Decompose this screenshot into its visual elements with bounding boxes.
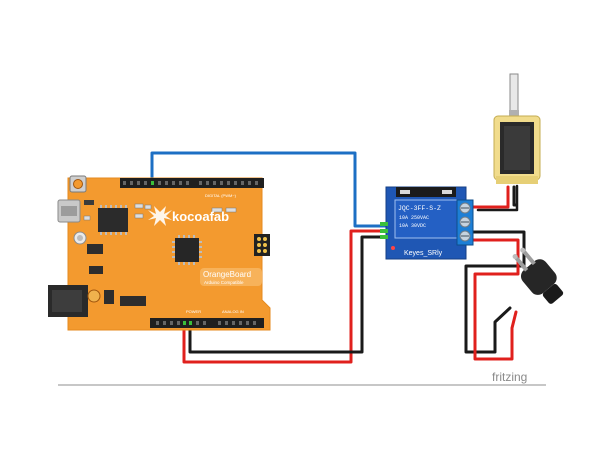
reset-button-icon <box>69 175 87 193</box>
brand-label: kocoafab <box>172 209 229 224</box>
relay-rating-2: 10A 30VDC <box>399 223 426 229</box>
analog-header-label: ANALOG IN <box>222 309 244 314</box>
relay-to-plug-red-wire <box>464 238 520 361</box>
relay-top-black-strip <box>396 187 456 197</box>
orangeboard: DIGITAL (PWM~) POWER ANALOG IN <box>48 175 271 331</box>
icsp-header <box>254 234 270 256</box>
usb-port-icon <box>57 199 81 223</box>
small-components <box>73 200 237 306</box>
power-header-pins <box>156 321 256 325</box>
fritzing-brand: fritzing <box>492 370 527 384</box>
power-analog-header <box>150 318 264 328</box>
signal-wire <box>150 151 388 228</box>
vcc-wire <box>182 229 388 364</box>
board-subtitle-label: Arduino Compatible <box>204 280 244 285</box>
wires <box>150 151 526 364</box>
power-plug-icon <box>512 247 564 304</box>
relay-rating-1: 10A 250VAC <box>399 215 429 221</box>
solenoid-return-black-wire <box>476 184 519 212</box>
digital-header-pins <box>123 181 258 185</box>
board-model-label: OrangeBoard <box>203 270 251 279</box>
relay-module-icon: JQC-3FF-S-Z 10A 250VAC 10A 30VDC Keyes_S… <box>380 186 474 260</box>
power-header-label: POWER <box>186 309 201 314</box>
mcu-chip <box>175 238 199 262</box>
relay-terminal-block <box>456 199 474 246</box>
kocoafab-logo: kocoafab <box>148 206 229 226</box>
board-name-badge: OrangeBoard Arduino Compatible <box>200 268 262 286</box>
digital-header-label: DIGITAL (PWM~) <box>205 193 237 198</box>
relay-to-solenoid-red-wire <box>464 185 510 209</box>
relay-input-pins <box>380 222 388 239</box>
usb-chip-legs <box>100 205 127 235</box>
solenoid-icon <box>493 73 541 184</box>
relay-module-label: Keyes_SRly <box>404 250 443 257</box>
mcu-chip-legs <box>172 235 202 265</box>
usb-chip <box>98 208 128 232</box>
dc-jack-icon <box>48 285 88 317</box>
relay-to-plug-black-wire <box>464 230 526 354</box>
gnd-wire <box>188 235 388 354</box>
digital-header <box>120 178 264 188</box>
relay-model-label: JQC-3FF-S-Z <box>398 205 441 212</box>
